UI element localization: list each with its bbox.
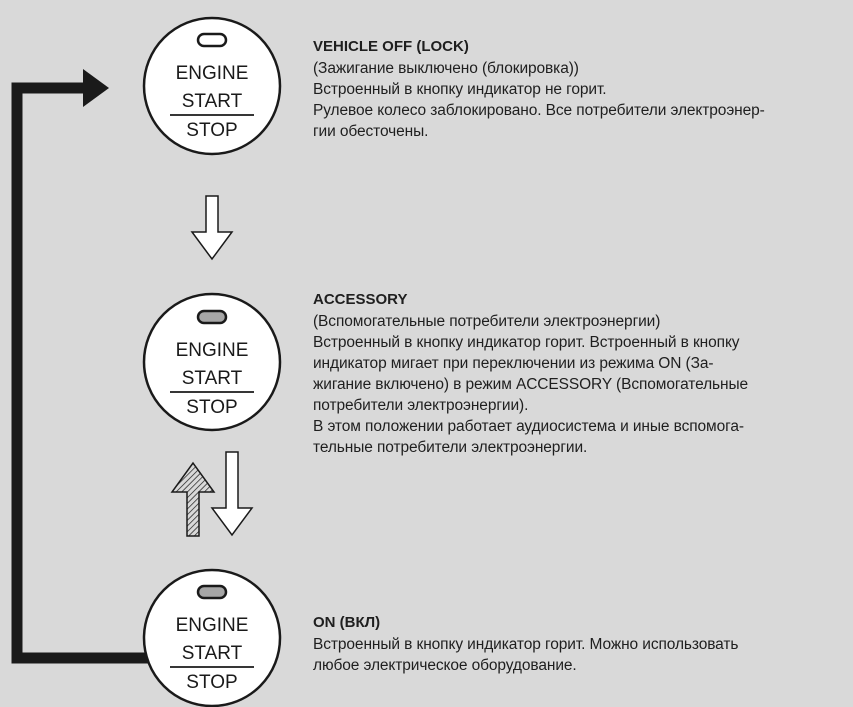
engine-button-on: ENGINE START STOP: [142, 568, 282, 707]
mode-text-line: Встроенный в кнопку индикатор горит. Вст…: [313, 334, 740, 351]
mode-text-line: индикатор мигает при переключении из реж…: [313, 355, 714, 372]
mode-text-line: любое электрическое оборудование.: [313, 657, 577, 674]
mode-text-line: гии обесточены.: [313, 123, 429, 140]
indicator-light-on: [196, 584, 228, 600]
button-label-stop: STOP: [186, 672, 237, 693]
down-arrow-off-to-acc: [190, 195, 234, 261]
mode-text-line: тельные потребители электроэнергии.: [313, 439, 588, 456]
mode-text-line: В этом положении работает аудиосистема и…: [313, 418, 744, 435]
down-arrow-acc-to-on: [210, 451, 254, 537]
mode-text-line: Встроенный в кнопку индикатор горит. Мож…: [313, 636, 739, 653]
mode-title: ON (ВКЛ): [313, 614, 381, 631]
indicator-light-off: [196, 32, 228, 48]
mode-text-line: (Вспомогательные потребители электроэнер…: [313, 313, 661, 330]
hatched-up-arrow: [170, 461, 216, 537]
mode-text-line: Встроенный в кнопку индикатор не горит.: [313, 81, 607, 98]
mode-text-line: жигание включено) в режим ACCESSORY (Всп…: [313, 376, 749, 393]
button-label-engine: ENGINE: [176, 63, 249, 84]
button-label-stop: STOP: [186, 397, 237, 418]
mode-text-line: потребители электроэнергии).: [313, 397, 529, 414]
mode-title: VEHICLE OFF (LOCK): [313, 38, 469, 55]
mode-description-off: VEHICLE OFF (LOCK) (Зажигание выключено …: [313, 36, 838, 142]
engine-button-accessory: ENGINE START STOP: [142, 292, 282, 432]
button-label-start: START: [182, 643, 243, 664]
button-label-start: START: [182, 91, 243, 112]
button-label-engine: ENGINE: [176, 340, 249, 361]
return-loop-arrow: [11, 69, 166, 664]
mode-text-line: Рулевое колесо заблокировано. Все потреб…: [313, 102, 765, 119]
mode-title: ACCESSORY: [313, 291, 408, 308]
button-label-engine: ENGINE: [176, 615, 249, 636]
indicator-light-on: [196, 309, 228, 325]
button-label-stop: STOP: [186, 120, 237, 141]
mode-text-line: (Зажигание выключено (блокировка)): [313, 60, 579, 77]
button-label-start: START: [182, 368, 243, 389]
mode-description-accessory: ACCESSORY (Вспомогательные потребители э…: [313, 289, 838, 458]
engine-button-off: ENGINE START STOP: [142, 16, 282, 156]
mode-description-on: ON (ВКЛ) Встроенный в кнопку индикатор г…: [313, 612, 838, 676]
